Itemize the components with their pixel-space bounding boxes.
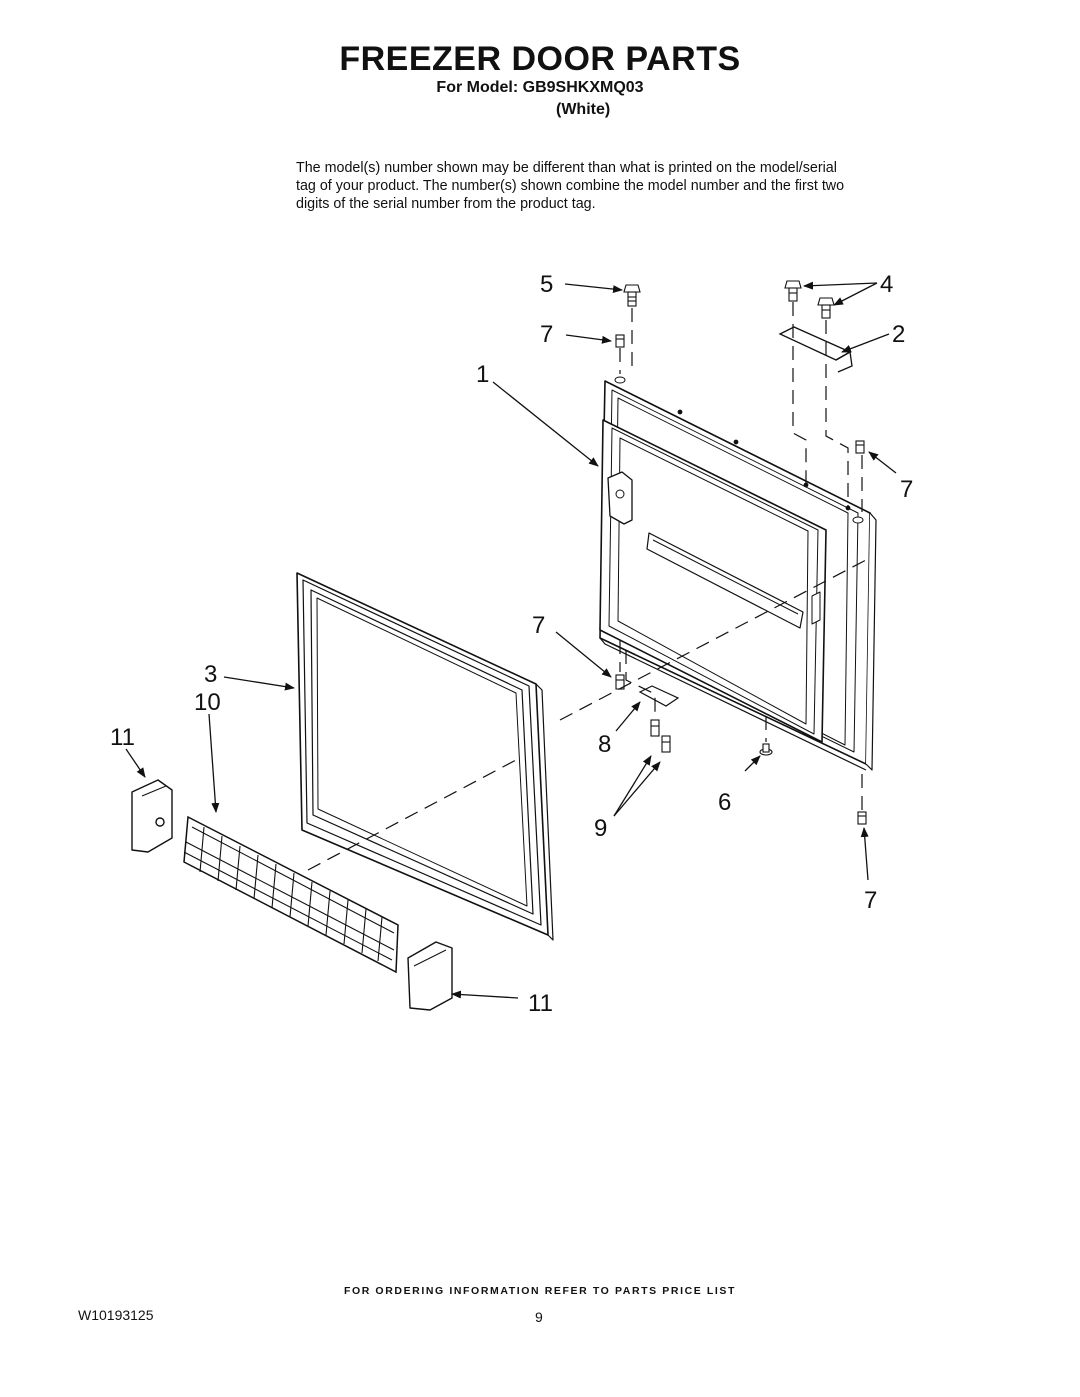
callout-2: 2 bbox=[892, 321, 905, 348]
callout-6: 6 bbox=[718, 789, 731, 816]
callout-1: 1 bbox=[476, 361, 489, 388]
callout-7-top: 7 bbox=[540, 321, 553, 348]
bushing-7-bottom bbox=[857, 811, 867, 825]
bushing-7-top bbox=[615, 334, 625, 348]
door-stop-6 bbox=[759, 743, 773, 756]
assembly-lines bbox=[307, 302, 867, 871]
basket-end-cap-right bbox=[407, 941, 453, 1011]
page-number: 9 bbox=[535, 1309, 543, 1325]
bushing-7-right bbox=[855, 440, 865, 454]
freezer-door bbox=[599, 376, 877, 771]
callout-10: 10 bbox=[194, 689, 221, 716]
model-color: (White) bbox=[556, 101, 611, 118]
callout-3: 3 bbox=[204, 661, 217, 688]
basket-end-cap-left bbox=[131, 779, 173, 853]
screw-4-b bbox=[817, 297, 835, 319]
ordering-info-note: FOR ORDERING INFORMATION REFER TO PARTS … bbox=[343, 1285, 737, 1297]
callout-7-lower: 7 bbox=[532, 612, 545, 639]
door-basket bbox=[183, 815, 399, 974]
screw-4-a bbox=[784, 280, 802, 302]
callout-7-right: 7 bbox=[900, 476, 913, 503]
callout-9: 9 bbox=[594, 815, 607, 842]
door-gasket bbox=[296, 572, 554, 941]
screws-and-bushings bbox=[615, 280, 867, 825]
callout-7-bottom: 7 bbox=[864, 887, 877, 914]
callout-5: 5 bbox=[540, 271, 553, 298]
model-number-note: The model(s) number shown may be differe… bbox=[296, 160, 845, 212]
document-number: W10193125 bbox=[78, 1307, 154, 1323]
screw-5 bbox=[623, 284, 641, 307]
callout-11-right: 11 bbox=[528, 990, 553, 1017]
callout-8: 8 bbox=[598, 731, 611, 758]
callout-leaders bbox=[125, 281, 897, 999]
page-title: FREEZER DOOR PARTS bbox=[339, 40, 741, 78]
model-number: For Model: GB9SHKXMQ03 bbox=[436, 79, 644, 96]
screw-9-a bbox=[650, 719, 660, 737]
screw-9-b bbox=[661, 735, 671, 753]
hinge-plate bbox=[778, 326, 853, 373]
callout-4: 4 bbox=[880, 271, 893, 298]
callout-11-left: 11 bbox=[110, 724, 135, 751]
